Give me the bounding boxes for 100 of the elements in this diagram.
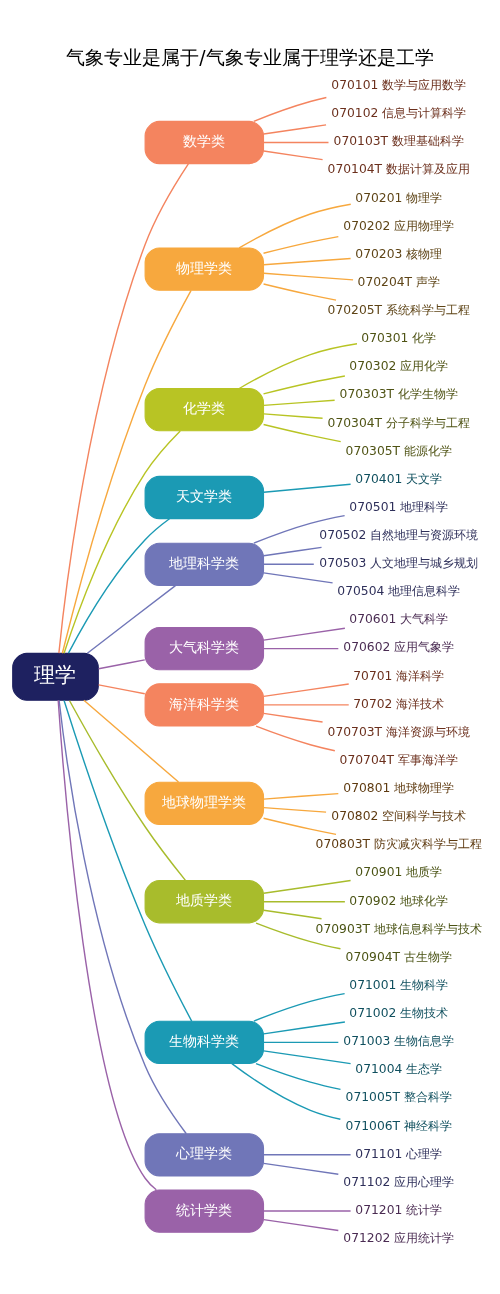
connector <box>262 879 352 894</box>
connector <box>262 571 334 584</box>
node-text: 070301 化学 <box>361 330 437 345</box>
node-text: 070901 地质学 <box>355 864 443 879</box>
node-text: 070602 应用气象学 <box>343 639 455 654</box>
node-text: 070704T 军事海洋学 <box>339 752 458 767</box>
node-text: 070205T 系统科学与工程 <box>327 302 470 317</box>
node-text: 070501 地理科学 <box>349 499 449 514</box>
connector <box>238 342 358 389</box>
connector <box>58 162 190 654</box>
connector <box>262 1020 346 1035</box>
connector <box>262 257 352 265</box>
connector <box>63 429 181 654</box>
connector <box>262 703 350 706</box>
node-text: 070801 地球物理学 <box>343 780 455 795</box>
connector <box>255 1062 342 1090</box>
node-text: 071201 统计学 <box>355 1202 443 1217</box>
connector <box>262 1218 340 1231</box>
connector <box>262 123 327 135</box>
connector <box>262 900 346 902</box>
node-text: 070305T 能源化学 <box>345 443 452 458</box>
connector <box>262 399 336 406</box>
node-text: 070703T 海洋资源与环境 <box>327 724 470 739</box>
node-text: 070101 数学与应用数学 <box>331 77 467 92</box>
diagram-title: 气象专业是属于/气象专业属于理学还是工学 <box>66 46 434 68</box>
connector <box>262 412 324 419</box>
connector <box>262 563 315 565</box>
node-text: 070601 大气科学 <box>349 611 449 626</box>
node-text: 071002 生物技术 <box>349 1005 449 1020</box>
connector <box>262 1153 352 1156</box>
connector <box>231 1062 342 1120</box>
node-text: 071003 生物信息学 <box>343 1033 455 1048</box>
node-box: 化学类 <box>144 387 265 431</box>
connector <box>57 699 157 1191</box>
node-box: 理学 <box>12 652 99 701</box>
node-text: 070303T 化学生物学 <box>339 386 458 401</box>
node-box: 地理科学类 <box>144 542 265 586</box>
connector <box>253 96 328 122</box>
connector <box>262 1209 352 1212</box>
connector <box>97 658 146 669</box>
node-text: 070504 地理信息科学 <box>337 583 461 598</box>
connector <box>262 1162 340 1175</box>
connector <box>67 517 171 654</box>
connector <box>255 921 342 949</box>
node-text: 070203 核物理 <box>355 246 443 261</box>
node-text: 070204T 声学 <box>357 274 440 289</box>
node-text: 070902 地球化学 <box>349 893 449 908</box>
connector <box>262 141 330 143</box>
node-text: 70702 海洋技术 <box>353 696 445 711</box>
node-box: 统计学类 <box>144 1188 265 1233</box>
node-text: 070502 自然地理与资源环境 <box>319 527 479 542</box>
connector <box>262 806 327 813</box>
node-text: 070202 应用物理学 <box>343 218 455 233</box>
connector <box>262 423 342 442</box>
node-text: 070802 空间科学与技术 <box>331 808 467 823</box>
connector <box>262 1041 340 1043</box>
node-text: 071101 心理学 <box>355 1146 443 1161</box>
connector <box>255 725 336 751</box>
node-text: 070302 应用化学 <box>349 358 449 373</box>
node-box: 心理学类 <box>144 1132 265 1176</box>
node-text: 070102 信息与计算科学 <box>331 105 467 120</box>
node-text: 70701 海洋科学 <box>353 668 445 683</box>
connector <box>58 699 187 1134</box>
connector <box>262 909 323 919</box>
connector <box>262 282 337 301</box>
node-text: 071006T 神经科学 <box>345 1118 452 1133</box>
connector <box>262 647 340 649</box>
connector <box>253 992 346 1022</box>
connector <box>262 272 354 281</box>
node-text: 071202 应用统计学 <box>343 1230 455 1245</box>
connector <box>86 584 177 654</box>
node-text: 071102 应用心理学 <box>343 1174 455 1189</box>
connector <box>262 682 350 697</box>
node-text: 070103T 数理基础科学 <box>333 133 464 148</box>
connector <box>253 514 346 544</box>
connector <box>262 546 323 556</box>
node-text: 071004 生态学 <box>355 1061 443 1076</box>
node-box: 地质学类 <box>144 879 265 923</box>
node-box: 数学类 <box>144 120 265 164</box>
node-box: 物理学类 <box>144 246 265 291</box>
connector <box>262 483 352 493</box>
node-text: 070903T 地球信息科学与技术 <box>315 921 482 936</box>
node-text: 070904T 古生物学 <box>345 949 452 964</box>
connector <box>262 149 324 160</box>
node-box: 天文学类 <box>144 475 265 519</box>
connector <box>63 699 193 1022</box>
node-text: 071005T 整合科学 <box>345 1089 452 1104</box>
connector <box>262 1049 352 1064</box>
connector <box>238 203 352 249</box>
node-text: 070104T 数据计算及应用 <box>327 161 470 176</box>
connector <box>97 683 146 694</box>
connector <box>262 235 340 254</box>
connector <box>68 699 187 881</box>
node-text: 070201 物理学 <box>355 190 443 205</box>
connector <box>262 817 337 835</box>
connector <box>262 712 324 723</box>
connector <box>262 627 346 641</box>
connector <box>61 289 192 654</box>
node-text: 071001 生物科学 <box>349 977 449 992</box>
node-box: 生物科学类 <box>144 1020 265 1064</box>
